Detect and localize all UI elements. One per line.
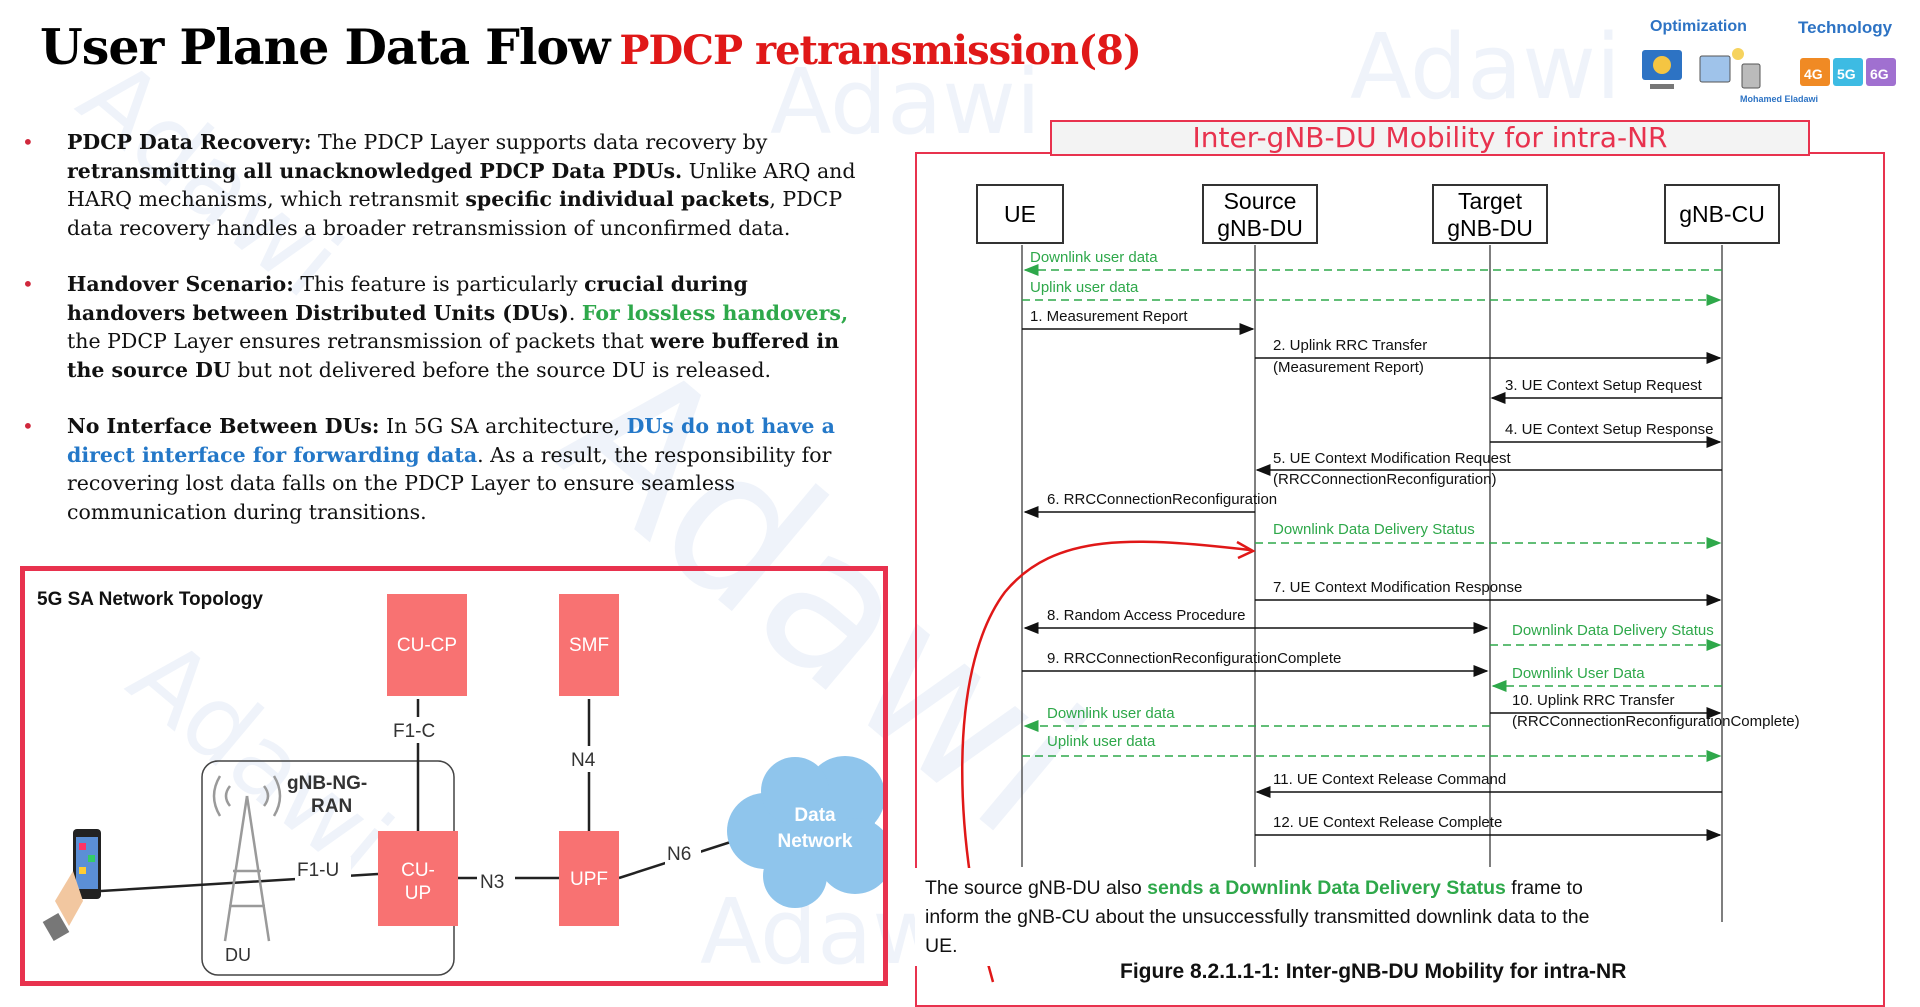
badge-5g: 5G [1837,66,1856,82]
bullet-handover: • Handover Scenario: This feature is par… [22,272,849,382]
link-f1u: F1-U [297,860,339,881]
sequence-diagram: UE Source gNB-DU Target gNB-DU gNB-CU Do… [961,184,1800,983]
link-n6: N6 [667,844,691,865]
brand-optimization: Optimization [1650,18,1747,35]
msg-dl-delivery-status-1: Downlink Data Delivery Status [1273,521,1475,538]
svg-text:gNB-DU: gNB-DU [1447,215,1533,241]
topology-title: 5G SA Network Topology [37,589,263,610]
node-smf: SMF [559,594,619,696]
svg-text:gNB-DU: gNB-DU [1217,215,1303,241]
bullet-icon: • [22,272,34,296]
page-subtitle: PDCP retransmission(8) [619,27,1141,74]
msg-6: 6. RRCConnectionReconfiguration [1047,491,1277,508]
explanation-note: The source gNB-DU also sends a Downlink … [915,868,1615,966]
msg-2-sub: (Measurement Report) [1273,359,1424,376]
msg-dl-delivery-status-2: Downlink Data Delivery Status [1512,622,1714,639]
figure-caption: Figure 8.2.1.1-1: Inter-gNB-DU Mobility … [1120,960,1627,983]
brand-technology: Technology [1798,18,1893,37]
msg-12: 12. UE Context Release Complete [1273,814,1502,831]
msg-8: 8. Random Access Procedure [1047,607,1245,624]
svg-text:Source: Source [1224,188,1297,214]
cell-tower-icon [212,775,282,942]
msg-10: 10. Uplink RRC Transfer [1512,692,1675,709]
bullet-list: • PDCP Data Recovery: The PDCP Layer sup… [22,128,862,554]
bullet-data-recovery: • PDCP Data Recovery: The PDCP Layer sup… [22,130,856,240]
annotation-arrow-icon [961,540,1251,983]
ran-label: gNB-NG- [287,773,367,794]
link-n3: N3 [480,872,504,893]
svg-text:CU-: CU- [401,860,435,881]
msg-11: 11. UE Context Release Command [1273,771,1506,788]
svg-text:SMF: SMF [569,635,609,656]
topology-panel: 5G SA Network Topology gNB-NG- RAN F1-C … [20,566,888,986]
msg-7: 7. UE Context Modification Response [1273,579,1522,596]
node-cu-cp: CU-CP [387,594,467,696]
ran-label: RAN [311,796,352,817]
svg-text:UPF: UPF [570,869,608,890]
link-n4: N4 [571,750,596,771]
msg-dl-user-data: Downlink user data [1030,249,1158,266]
svg-text:Target: Target [1458,188,1523,214]
brand-author: Mohamed Eladawi [1740,94,1818,104]
node-cu-up: CU- UP [378,831,458,926]
data-network-cloud-icon: Data Network [727,756,883,908]
link-f1c: F1-C [393,721,435,742]
msg-5-sub: (RRCConnectionReconfiguration) [1273,471,1496,488]
badge-6g: 6G [1870,66,1889,82]
msg-10-sub: (RRCConnectionReconfigurationComplete) [1512,713,1800,730]
svg-text:Data: Data [794,805,836,826]
sequence-header: Inter-gNB-DU Mobility for intra-NR [1050,120,1810,156]
svg-text:Network: Network [778,831,853,852]
svg-text:CU-CP: CU-CP [397,635,457,656]
entity-target-du: Target gNB-DU [1432,184,1548,244]
msg-2: 2. Uplink RRC Transfer [1273,337,1427,354]
bullet-no-interface: • No Interface Between DUs: In 5G SA arc… [22,414,835,524]
msg-ul-user-data-2: Uplink user data [1047,733,1156,750]
watermark: Adawi [770,50,1041,155]
svg-text:UP: UP [405,883,431,904]
svg-text:gNB-CU: gNB-CU [1679,201,1765,227]
msg-5: 5. UE Context Modification Request [1273,450,1511,467]
entity-gnb-cu: gNB-CU [1664,184,1780,244]
svg-text:UE: UE [1004,201,1036,227]
msg-dl-user-data-3: Downlink user data [1047,705,1175,722]
bullet-icon: • [22,414,34,438]
badge-4g: 4G [1804,66,1823,82]
bullet-icon: • [22,130,34,154]
phone-icon [42,829,101,942]
watermark: Adawi [1350,15,1621,120]
msg-dl-user-data-2: Downlink User Data [1512,665,1645,682]
msg-3: 3. UE Context Setup Request [1505,377,1703,394]
brand-logo-icon: 4G 5G 6G Mohamed Eladawi [1642,48,1896,104]
node-upf: UPF [559,831,619,926]
msg-9: 9. RRCConnectionReconfigurationComplete [1047,650,1341,667]
entity-ue: UE [976,184,1064,244]
msg-4: 4. UE Context Setup Response [1505,421,1713,438]
msg-1: 1. Measurement Report [1030,308,1188,325]
msg-ul-user-data: Uplink user data [1030,279,1139,296]
entity-source-du: Source gNB-DU [1202,184,1318,244]
du-label: DU [225,945,251,965]
